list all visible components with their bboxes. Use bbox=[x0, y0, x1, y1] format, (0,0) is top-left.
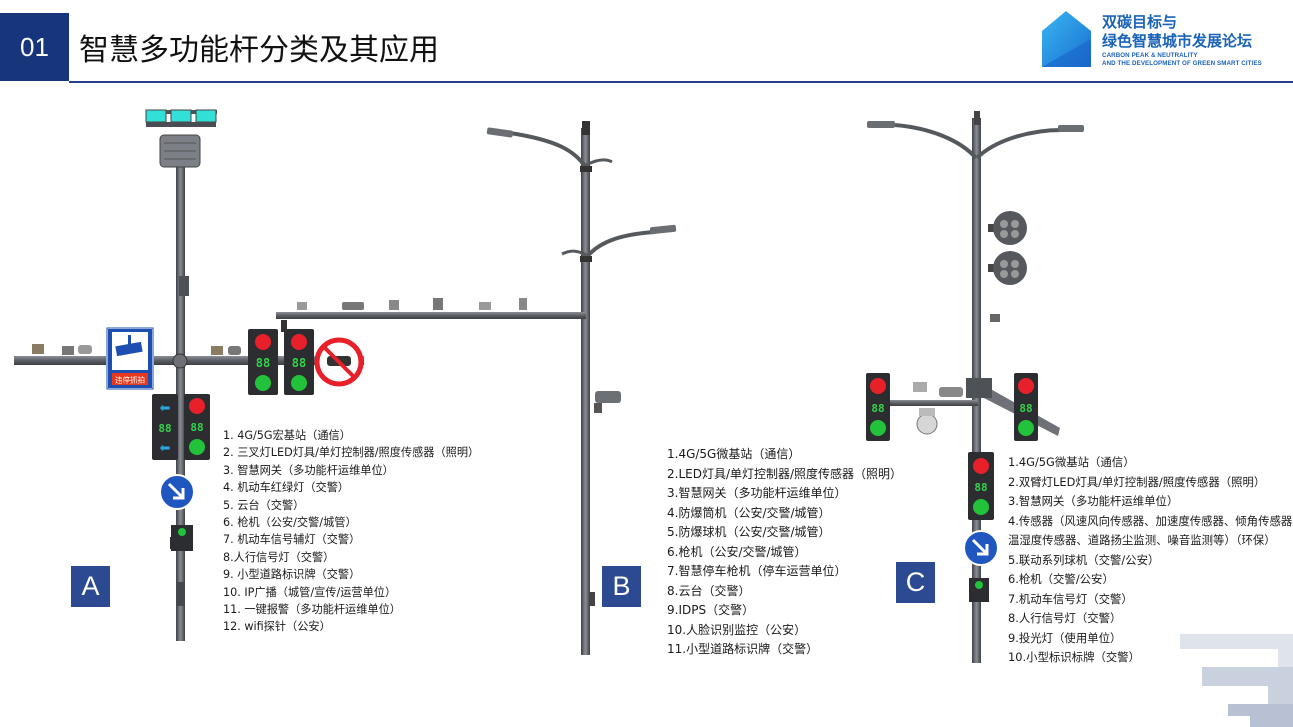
pole-b-cameras bbox=[281, 298, 527, 332]
pole-a-pole-signals: ⬅ 88 ⬅ 88 bbox=[152, 394, 210, 460]
section-number: 01 bbox=[0, 13, 69, 81]
list-item: 8.人行信号灯（交警） bbox=[1008, 611, 1122, 625]
list-item: 10. IP广播（城管/宣传/运营单位） bbox=[223, 585, 397, 599]
list-item: 温湿度传感器、道路扬尘监测、噪音监测等）（环保） bbox=[1008, 533, 1276, 547]
forum-logo: 双碳目标与 绿色智慧城市发展论坛 CARBON PEAK & NEUTRALIT… bbox=[1040, 9, 1290, 71]
svg-text:88: 88 bbox=[190, 421, 203, 434]
section-letter-a: A bbox=[71, 566, 110, 607]
pole-c-floodlights bbox=[988, 211, 1027, 285]
list-item: 7.机动车信号灯（交警） bbox=[1008, 591, 1133, 606]
logo-title-line2: 绿色智慧城市发展论坛 bbox=[1102, 32, 1253, 50]
svg-text:88: 88 bbox=[292, 356, 306, 370]
list-item: 4. 机动车红绿灯（交警） bbox=[223, 481, 350, 495]
list-item: 1.4G/5G微基站（通信） bbox=[667, 447, 801, 461]
list-item: 1.4G/5G微基站（通信） bbox=[1008, 455, 1135, 469]
pole-b bbox=[276, 121, 677, 655]
pole-b-equipment-list: 1.4G/5G微基站（通信） 2.LED灯具/单灯控制器/照度传感器（照明） 3… bbox=[667, 445, 902, 660]
svg-text:88: 88 bbox=[158, 422, 171, 435]
list-item: 3. 智慧网关（多功能杆运维单位） bbox=[223, 463, 394, 477]
pole-a-equipment-list: 1. 4G/5G宏基站（通信） 2. 三叉灯LED灯具/单灯控制器/照度传感器（… bbox=[223, 427, 479, 636]
list-item: 8.人行信号灯（交警） bbox=[223, 550, 335, 564]
svg-text:⬅: ⬅ bbox=[160, 401, 171, 416]
list-item: 8.云台（交警） bbox=[667, 583, 751, 598]
list-item: 2.LED灯具/单灯控制器/照度传感器（照明） bbox=[667, 466, 903, 481]
page-title: 智慧多功能杆分类及其应用 bbox=[79, 33, 439, 68]
list-item: 5. 云台（交警） bbox=[223, 498, 305, 512]
pole-b-gun-camera bbox=[595, 391, 621, 403]
logo-subtitle-line1: CARBON PEAK & NEUTRALITY bbox=[1102, 52, 1198, 59]
list-item: 6.枪机（交警/公安） bbox=[1008, 572, 1114, 586]
list-item: 9.IDPS（交警） bbox=[667, 603, 755, 617]
logo-subtitle-line2: AND THE DEVELOPMENT OF GREEN SMART CITIE… bbox=[1102, 60, 1262, 67]
list-item: 10.小型标识标牌（交警） bbox=[1008, 650, 1141, 664]
section-letter-b: B bbox=[602, 566, 641, 607]
list-item: 5.防爆球机（公安/交警/城管） bbox=[667, 525, 831, 539]
list-item: 4.防爆筒机（公安/交警/城管） bbox=[667, 505, 831, 520]
list-item: 6. 枪机（公安/交警/城管） bbox=[223, 516, 357, 530]
logo-title-line1: 双碳目标与 bbox=[1102, 13, 1178, 31]
pole-c-equipment-list: 1.4G/5G微基站（通信） 2.双臂灯LED灯具/单灯控制器/照度传感器（照明… bbox=[1008, 453, 1293, 668]
list-item: 3.智慧网关（多功能杆运维单位） bbox=[667, 486, 847, 500]
pole-a: 违停抓拍 88 88 ⬅ 88 ⬅ 88 bbox=[14, 109, 364, 641]
no-vehicle-sign bbox=[314, 337, 364, 387]
pole-a-led-lights bbox=[145, 109, 217, 127]
pole-c: 88 88 88 bbox=[866, 111, 1084, 663]
list-item: 1. 4G/5G宏基站（通信） bbox=[223, 429, 351, 442]
list-item: 9. 小型道路标识牌（交警） bbox=[223, 568, 361, 582]
list-item: 2. 三叉灯LED灯具/单灯控制器/照度传感器（照明） bbox=[223, 446, 480, 460]
svg-text:⬅: ⬅ bbox=[160, 441, 171, 456]
pole-a-arm-signals: 88 88 bbox=[248, 329, 314, 395]
list-item: 7. 机动车信号辅灯（交警） bbox=[223, 533, 361, 547]
list-item: 11.小型道路标识牌（交警） bbox=[667, 642, 819, 656]
list-item: 3.智慧网关（多功能杆运维单位） bbox=[1008, 494, 1179, 508]
svg-text:88: 88 bbox=[974, 481, 987, 494]
list-item: 7.智慧停车枪机（停车运营单位） bbox=[667, 564, 847, 578]
camera-sign-text: 违停抓拍 bbox=[115, 375, 145, 385]
list-item: 4.传感器（风速风向传感器、加速度传感器、倾角传感器、 bbox=[1008, 513, 1293, 528]
svg-text:88: 88 bbox=[256, 356, 270, 370]
list-item: 6.枪机（公安/交警/城管） bbox=[667, 544, 807, 559]
svg-text:88: 88 bbox=[1019, 402, 1032, 415]
list-item: 5.联动系列球机（交警/公安） bbox=[1008, 552, 1160, 567]
logo-house-icon bbox=[1042, 11, 1091, 67]
list-item: 2.双臂灯LED灯具/单灯控制器/照度传感器（照明） bbox=[1008, 474, 1266, 489]
section-letter-c: C bbox=[896, 562, 935, 603]
header-divider bbox=[69, 81, 1293, 83]
list-item: 11. 一键报警（多功能杆运维单位） bbox=[223, 603, 401, 617]
list-item: 9.投光灯（使用单位） bbox=[1008, 630, 1122, 645]
list-item: 12. wifi探针（公安） bbox=[223, 620, 331, 634]
svg-text:88: 88 bbox=[871, 402, 884, 415]
list-item: 10.人脸识别监控（公安） bbox=[667, 622, 807, 637]
camera-enforcement-sign: 违停抓拍 bbox=[106, 327, 154, 390]
pole-a-cameras bbox=[32, 344, 241, 355]
corner-decoration bbox=[1180, 634, 1293, 727]
